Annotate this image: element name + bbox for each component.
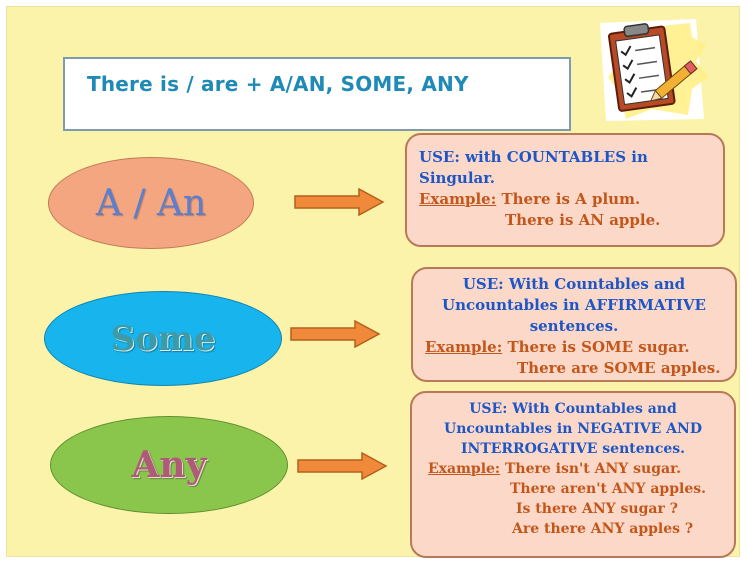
arrow-right-icon — [297, 452, 388, 480]
use-line: Uncountables in AFFIRMATIVE — [442, 296, 706, 314]
example-line: There aren't ANY apples. — [510, 481, 706, 497]
use-line: USE: With Countables and — [462, 275, 686, 293]
example-line: There isn't ANY sugar. — [504, 461, 682, 477]
use-line: Singular. — [419, 169, 495, 187]
clipboard-checklist-icon — [592, 15, 710, 125]
use-line: USE: with COUNTABLES in — [419, 148, 648, 166]
example-line: There is AN apple. — [505, 211, 661, 229]
arrow-right-icon — [294, 188, 385, 216]
use-line: sentences. — [529, 317, 619, 335]
title-box: There is / are + A/AN, SOME, ANY — [63, 57, 571, 131]
page-title: There is / are + A/AN, SOME, ANY — [87, 72, 469, 96]
example-line: Is there ANY sugar ? — [516, 501, 678, 517]
example-label: Example: — [428, 461, 501, 477]
use-line: USE: With Countables and — [469, 401, 677, 417]
oval-label-a-an: A / An — [95, 182, 207, 224]
example-label: Example: — [419, 190, 497, 208]
arrow-right-icon — [290, 320, 381, 348]
example-line: There are SOME apples. — [517, 359, 721, 377]
example-line: Are there ANY apples ? — [512, 521, 694, 537]
info-box-a-an: USE: with COUNTABLES in Singular. Exampl… — [405, 133, 725, 247]
example-line: There is A plum. — [501, 190, 641, 208]
oval-any: Any — [50, 416, 288, 514]
oval-label-any: Any — [131, 444, 207, 486]
example-label: Example: — [425, 338, 503, 356]
slide: There is / are + A/AN, SOME, ANY — [6, 6, 740, 558]
info-box-some: USE: With Countables and Uncountables in… — [411, 267, 737, 382]
oval-label-some: Some — [110, 318, 216, 359]
example-line: There is SOME sugar. — [507, 338, 690, 356]
use-line: Uncountables in NEGATIVE AND — [444, 421, 702, 437]
use-line: INTERROGATIVE sentences. — [460, 441, 686, 457]
info-box-any: USE: With Countables and Uncountables in… — [410, 391, 736, 558]
oval-a-an: A / An — [48, 157, 254, 249]
oval-some: Some — [44, 291, 282, 386]
